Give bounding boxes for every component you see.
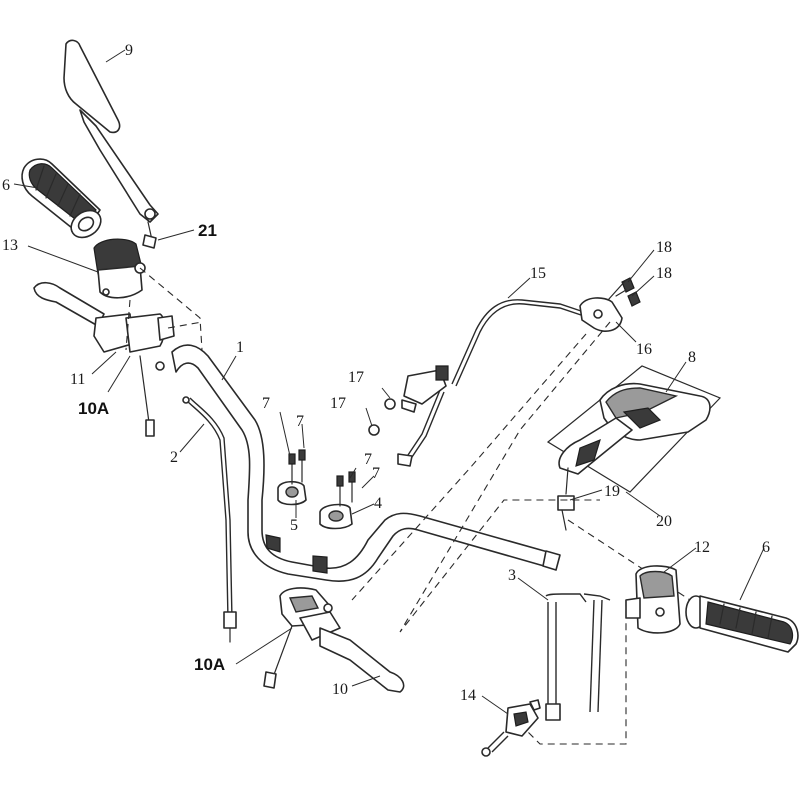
label-19: 19 [604,483,620,500]
clutch-perch [368,365,449,436]
callout-labels: 9 6 21 13 11 10A 1 2 7 7 5 7 7 4 17 17 1… [2,42,770,704]
right-grip [685,595,799,653]
label-10A-top: 10A [78,399,109,418]
right-mirror-assembly [546,365,722,531]
label-15: 15 [530,265,546,282]
leader-lines [13,49,765,715]
label-7b: 7 [296,413,304,430]
handlebar-clamp-5 [277,449,307,506]
label-20: 20 [656,513,672,530]
handlebar [171,344,561,582]
throttle-housing [625,565,681,634]
label-3: 3 [508,567,516,584]
label-17b: 17 [330,395,346,412]
label-10A-bottom: 10A [194,655,225,674]
brake-reservoir [93,238,146,299]
label-14: 14 [460,687,476,704]
clutch-cable [397,299,585,467]
left-grip [21,158,102,239]
label-9: 9 [125,42,133,59]
left-brake-lever [33,281,175,437]
label-13: 13 [2,237,18,254]
throttle-cable [182,396,237,643]
label-1: 1 [236,339,244,356]
label-5: 5 [290,517,298,534]
label-10: 10 [332,681,348,698]
label-21: 21 [198,221,217,240]
label-11: 11 [70,371,85,388]
label-16: 16 [636,341,652,358]
label-18b: 18 [656,265,672,282]
left-mirror [63,39,159,249]
label-2: 2 [170,449,178,466]
label-4: 4 [374,495,382,512]
right-brake-lever [263,587,405,693]
label-18a: 18 [656,239,672,256]
right-throttle-cables [545,593,611,721]
handlebar-clamp-4 [319,471,356,530]
label-17a: 17 [348,369,364,386]
label-6-right: 6 [762,539,770,556]
kill-switch [481,699,541,757]
label-7c: 7 [364,451,372,468]
label-7d: 7 [372,465,380,482]
label-6-left: 6 [2,177,10,194]
label-7a: 7 [262,395,270,412]
label-8: 8 [688,349,696,366]
label-12: 12 [694,539,710,556]
clutch-bracket [579,277,641,332]
